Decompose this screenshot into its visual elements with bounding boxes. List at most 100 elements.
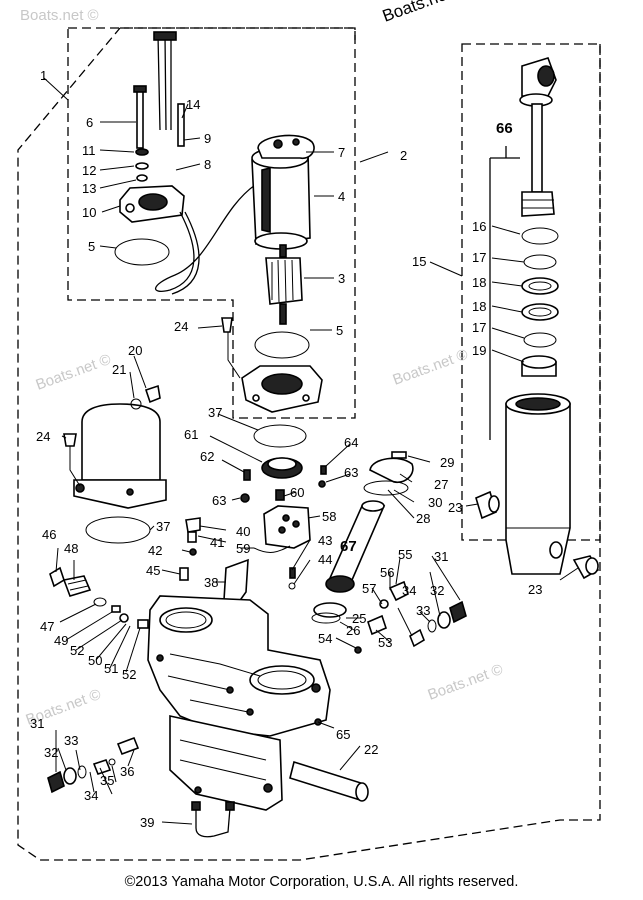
callout-66: 66 [496, 120, 513, 137]
callout-31a: 31 [434, 549, 448, 564]
callout-11: 11 [82, 143, 96, 158]
callout-16: 16 [472, 219, 486, 234]
callout-30: 30 [428, 495, 442, 510]
main-housing [147, 595, 331, 811]
callout-18a: 18 [472, 275, 486, 290]
o-ring-5b [254, 331, 310, 359]
left-valve-stack [49, 566, 149, 629]
o-ring-44 [288, 582, 296, 590]
callout-60: 60 [290, 485, 304, 500]
callout-1: 1 [40, 68, 47, 83]
callout-24b: 24 [36, 429, 50, 444]
callout-34b: 34 [84, 788, 98, 803]
pin-43 [289, 567, 296, 579]
watermark-faint-3: Boats.net © [391, 346, 471, 389]
callout-28: 28 [416, 511, 430, 526]
o-ring-37-center [253, 424, 307, 448]
leader-lines [43, 77, 579, 825]
callout-52b: 52 [122, 667, 136, 682]
callout-62: 62 [200, 449, 214, 464]
lower-left-plug-stack [47, 736, 140, 794]
callout-51: 51 [104, 661, 118, 676]
callout-42: 42 [148, 543, 162, 558]
exploded-parts-diagram: Boats.net Boats.net © Boats.net © Boats.… [17, 0, 601, 861]
callout-4: 4 [338, 189, 345, 204]
screw-63a [240, 493, 250, 503]
callout-44: 44 [318, 552, 332, 567]
callout-38: 38 [204, 575, 218, 590]
callout-7: 7 [338, 145, 345, 160]
watermark-faint-1: Boats.net © [20, 7, 99, 24]
bracket-66 [489, 146, 520, 440]
callout-14: 14 [186, 97, 200, 112]
callout-22: 22 [364, 742, 378, 757]
callout-23a: 23 [448, 500, 462, 515]
callout-53: 53 [378, 635, 392, 650]
callout-31b: 31 [30, 716, 44, 731]
callout-45: 45 [146, 563, 160, 578]
armature [265, 244, 303, 325]
motor-assembly-outline [67, 27, 356, 419]
callout-65: 65 [336, 727, 350, 742]
callout-37a: 37 [208, 405, 222, 420]
callout-59: 59 [236, 541, 250, 556]
screw-64 [320, 465, 327, 475]
screw-62 [243, 469, 251, 481]
cylinder-assembly-outline [461, 43, 601, 541]
screw-24-left [63, 433, 77, 447]
o-ring-21 [130, 398, 142, 410]
callout-3: 3 [338, 271, 345, 286]
callout-36: 36 [120, 764, 134, 779]
o-ring-37-left [85, 516, 151, 544]
shaft-22 [289, 760, 369, 802]
callout-29: 29 [440, 455, 454, 470]
callout-37b: 37 [156, 519, 170, 534]
callout-64: 64 [344, 435, 358, 450]
callout-17a: 17 [472, 250, 486, 265]
screw-63b [318, 480, 326, 488]
callout-39: 39 [140, 815, 154, 830]
callout-25: 25 [352, 611, 366, 626]
callout-58: 58 [322, 509, 336, 524]
reservoir [73, 403, 167, 509]
right-valve-stack [354, 580, 467, 654]
motor-end-plate [241, 365, 323, 413]
pump-body-58 [263, 505, 311, 549]
callout-10: 10 [82, 205, 96, 220]
valve-40 [185, 517, 201, 533]
cable-59 [253, 545, 291, 553]
watermark-faint-2: Boats.net © [34, 351, 114, 394]
tilt-rod-67 [311, 500, 386, 624]
plug-20 [144, 384, 161, 404]
screw-45 [179, 567, 189, 581]
callout-35: 35 [100, 773, 114, 788]
callout-63b: 63 [344, 465, 358, 480]
callout-47: 47 [40, 619, 54, 634]
callout-50: 50 [88, 653, 102, 668]
callout-56: 56 [380, 565, 394, 580]
callout-6: 6 [86, 115, 93, 130]
callout-20: 20 [128, 343, 142, 358]
copyright-footer: ©2013 Yamaha Motor Corporation, U.S.A. A… [124, 874, 519, 890]
cylinder-cap-parts [363, 451, 414, 496]
motor-cap-assembly [114, 31, 256, 295]
callout-40: 40 [236, 524, 250, 539]
callout-67: 67 [340, 538, 357, 555]
callout-52a: 52 [70, 643, 84, 658]
callout-41: 41 [210, 535, 224, 550]
callout-33b: 33 [64, 733, 78, 748]
callout-labels: 1 2 3 4 5 5 6 7 8 9 10 11 12 13 14 15 16… [30, 68, 542, 830]
callout-54: 54 [318, 631, 332, 646]
motor-yoke [251, 134, 315, 250]
watermark-faint-5: Boats.net © [426, 661, 506, 704]
callout-2: 2 [400, 148, 407, 163]
callout-9: 9 [204, 131, 211, 146]
spring-41 [187, 531, 197, 543]
watermark-top: Boats.net [380, 0, 454, 26]
callout-57: 57 [362, 581, 376, 596]
callout-17b: 17 [472, 320, 486, 335]
pin-60 [275, 489, 285, 501]
callout-13: 13 [82, 181, 96, 196]
callout-46: 46 [42, 527, 56, 542]
